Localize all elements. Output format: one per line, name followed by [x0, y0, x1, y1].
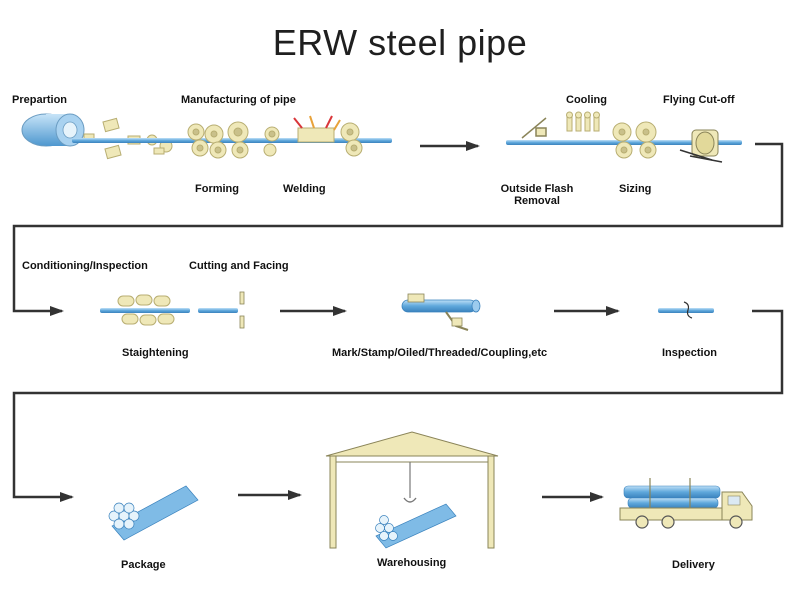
label-cooling: Cooling	[566, 94, 607, 106]
label-forming: Forming	[195, 183, 239, 195]
forming-rollers	[187, 121, 363, 159]
straightening-rollers	[117, 294, 175, 326]
straightening-pipe	[100, 308, 190, 313]
label-conditioning: Conditioning/Inspection	[22, 260, 148, 272]
marking-station-illustration	[401, 293, 481, 331]
cooling-sprayers	[566, 111, 600, 132]
inspection-pipe-illustration	[658, 301, 714, 319]
label-outside-flash-removal: Removal	[514, 195, 560, 207]
warehouse-building-illustration	[325, 431, 499, 549]
label-mark-stamp: Mark/Stamp/Oiled/Threaded/Coupling,etc	[332, 347, 548, 359]
warehouse-pipe-bundle	[375, 503, 457, 549]
package-bundle-illustration	[108, 485, 199, 541]
welding-unit-illustration	[293, 115, 341, 143]
delivery-truck-illustration	[619, 478, 753, 529]
flow-connectors	[12, 141, 784, 502]
label-delivery: Delivery	[672, 559, 715, 571]
label-warehousing: Warehousing	[377, 557, 447, 569]
label-straightening: Staightening	[122, 347, 189, 359]
label-cutting-facing: Cutting and Facing	[189, 260, 289, 272]
page-title: ERW steel pipe	[272, 22, 528, 63]
label-inspection: Inspection	[662, 347, 718, 359]
cutting-facing-illustration	[198, 291, 245, 329]
flash-removal-tool	[521, 117, 547, 139]
label-manufacturing: Manufacturing of pipe	[181, 94, 296, 106]
label-flying-cutoff: Flying Cut-off	[663, 94, 735, 106]
flow-connector-row1-row2	[12, 142, 784, 316]
label-preparation: Prepartion	[12, 94, 68, 106]
sizing-rollers	[612, 121, 657, 159]
label-package: Package	[121, 559, 166, 571]
label-welding: Welding	[283, 183, 326, 195]
label-sizing: Sizing	[619, 183, 652, 195]
flying-cutoff-machine	[679, 129, 723, 163]
label-outside-flash: Outside Flash	[500, 183, 574, 195]
flow-connector-row2-row3	[12, 309, 784, 502]
